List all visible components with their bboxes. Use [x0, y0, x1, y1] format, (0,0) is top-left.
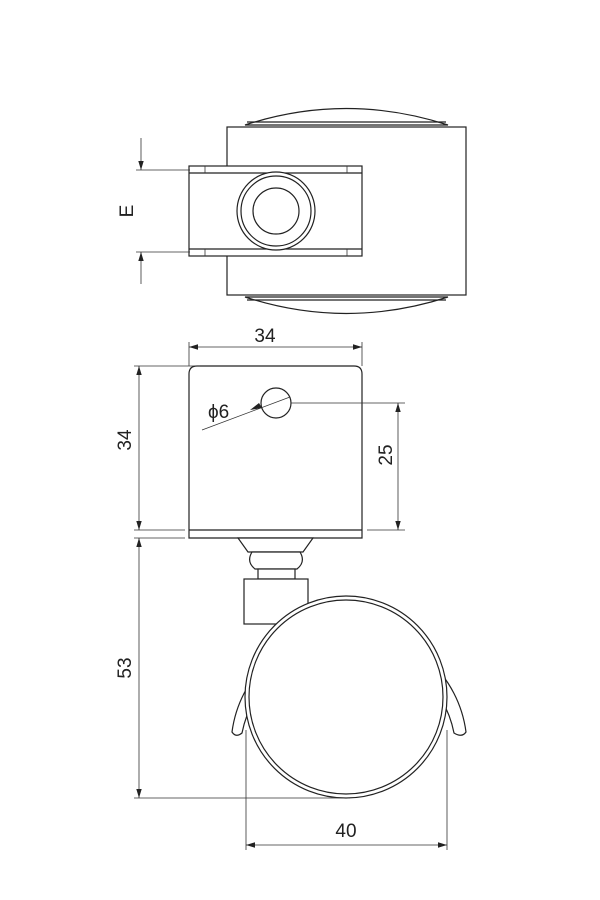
bracket-height-label: 34 — [115, 429, 136, 451]
hole-height-label: 25 — [376, 444, 397, 465]
wheel-cap-top — [244, 107, 449, 126]
mount-hole — [260, 387, 292, 419]
top-view: E — [117, 107, 467, 315]
wheel — [244, 595, 448, 799]
stem-socket-inner — [252, 187, 300, 235]
dimension-e-label: E — [117, 205, 138, 218]
wheel-cap-bottom — [244, 296, 449, 315]
stem-socket-outer — [236, 171, 316, 251]
hole-diameter-label: ϕ6 — [208, 402, 229, 423]
stem-collar — [236, 537, 315, 553]
mount-bracket — [188, 365, 363, 539]
width-dimension-label: 34 — [254, 326, 276, 347]
wheel-diameter-label: 40 — [335, 821, 356, 842]
total-height-label: 53 — [115, 657, 136, 678]
side-view: 34 34 ϕ6 25 53 40 — [115, 326, 467, 850]
stem-neck — [249, 551, 303, 570]
